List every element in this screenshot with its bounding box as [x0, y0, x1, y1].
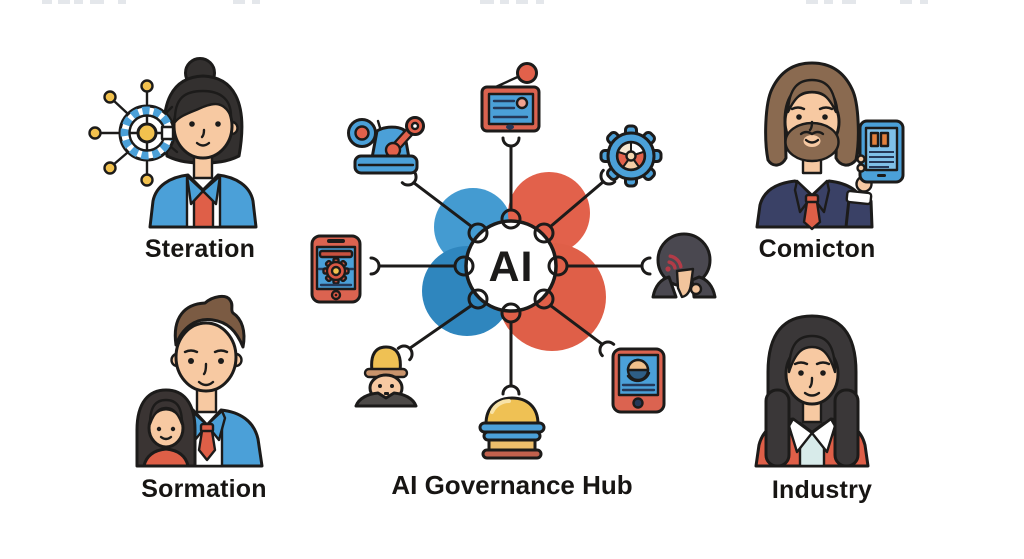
connector-top-right	[548, 168, 617, 229]
connector-bottom	[501, 320, 521, 396]
connector-top-left	[400, 169, 474, 229]
hub-nodes	[453, 208, 569, 324]
persona-label-steration: Steration	[144, 235, 256, 263]
gear-icon	[599, 124, 663, 188]
persona-label-comicton: Comicton	[758, 235, 876, 263]
hub-center-label: AI	[488, 243, 534, 291]
cropped-top-artifacts	[42, 0, 928, 4]
persona-steration-figure	[88, 57, 258, 229]
connector-right	[565, 256, 652, 276]
tablet-document-icon	[858, 119, 905, 184]
smartphone-gear-icon	[310, 234, 362, 304]
hub-center-circle	[464, 219, 558, 313]
network-wheel-icon	[88, 79, 179, 187]
connector-bottom-right	[548, 303, 616, 358]
tablet-chart-icon	[611, 347, 666, 414]
hub-connectors	[369, 136, 652, 396]
diagram-caption: AI Governance Hub	[391, 470, 633, 500]
persona-label-industry: Industry	[771, 476, 873, 504]
connector-left	[369, 256, 457, 276]
persona-sormation-figure	[135, 294, 264, 468]
ai-mind-icon	[651, 232, 717, 299]
worker-hardhat-icon	[354, 345, 418, 408]
government-dome-icon	[478, 396, 546, 460]
persona-label-sormation: Sormation	[141, 475, 267, 503]
connector-top	[501, 136, 521, 212]
machine-arm-icon	[347, 116, 425, 175]
persona-comicton-figure	[755, 61, 905, 231]
persona-industry-figure	[754, 314, 870, 468]
connector-bottom-left	[396, 303, 474, 362]
monitor-antenna-icon	[480, 62, 541, 133]
